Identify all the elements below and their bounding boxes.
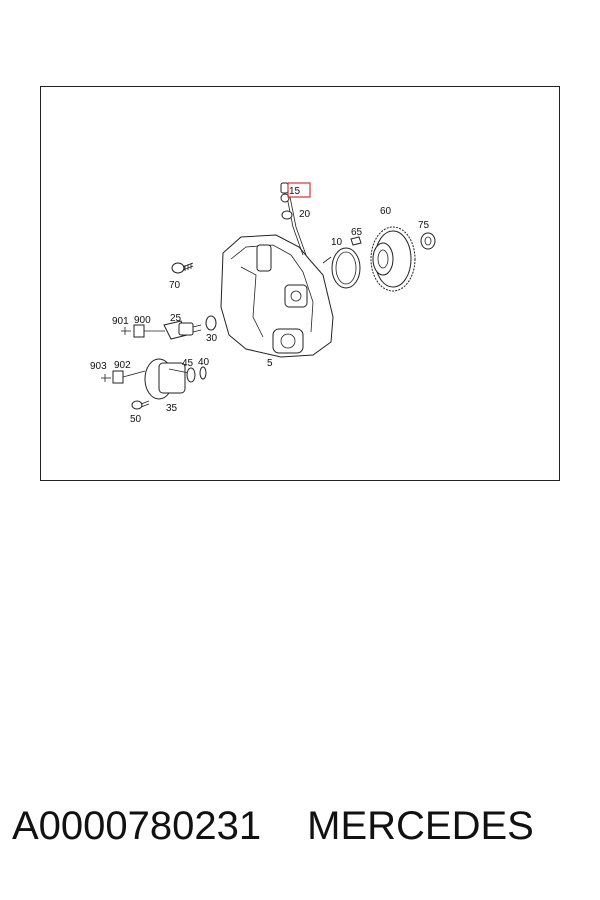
valve-part-35 [144, 358, 190, 400]
exploded-parts-diagram: 15 20 10 65 60 75 70 901 900 25 30 5 903… [40, 86, 560, 481]
screw-part-70 [171, 262, 194, 274]
sensor-part-25 [163, 320, 202, 340]
label-10: 10 [331, 237, 343, 248]
label-25: 25 [170, 313, 182, 324]
label-20: 20 [299, 209, 311, 220]
key-part-65 [350, 236, 362, 246]
label-75: 75 [418, 220, 430, 231]
ring-part-40 [199, 366, 207, 380]
brand-name: MERCEDES [307, 804, 534, 848]
gear-part-60 [370, 226, 416, 292]
part-caption: A0000780231 MERCEDES [12, 804, 592, 860]
diagram-canvas: 15 20 10 65 60 75 70 901 900 25 30 5 903… [90, 182, 436, 425]
label-65: 65 [351, 227, 363, 238]
pin-part-901 [121, 327, 131, 335]
pin-part-903 [101, 374, 111, 382]
screw-part-50 [131, 400, 150, 410]
label-901: 901 [112, 316, 129, 327]
label-50: 50 [130, 414, 142, 425]
label-30: 30 [206, 333, 218, 344]
highlight-box [287, 182, 311, 198]
label-40: 40 [198, 357, 210, 368]
part-number: A0000780231 [12, 804, 262, 848]
connector-part-900 [133, 324, 165, 338]
washer-part-20 [281, 210, 293, 220]
label-902: 902 [114, 360, 131, 371]
label-60: 60 [380, 206, 392, 217]
fitting-part-15 [280, 182, 311, 203]
ring-part-30 [205, 315, 217, 331]
label-900: 900 [134, 315, 151, 326]
oring-part-10 [331, 247, 361, 289]
ring-part-45 [186, 367, 196, 383]
label-45: 45 [182, 358, 194, 369]
label-5: 5 [267, 358, 273, 369]
return-pipe [286, 196, 307, 256]
pump-body-part-5 [220, 234, 334, 358]
connector-part-902 [112, 370, 146, 384]
label-903: 903 [90, 361, 107, 372]
label-35: 35 [166, 403, 178, 414]
nut-part-75 [420, 232, 436, 250]
label-15: 15 [289, 186, 301, 197]
label-70: 70 [169, 280, 181, 291]
